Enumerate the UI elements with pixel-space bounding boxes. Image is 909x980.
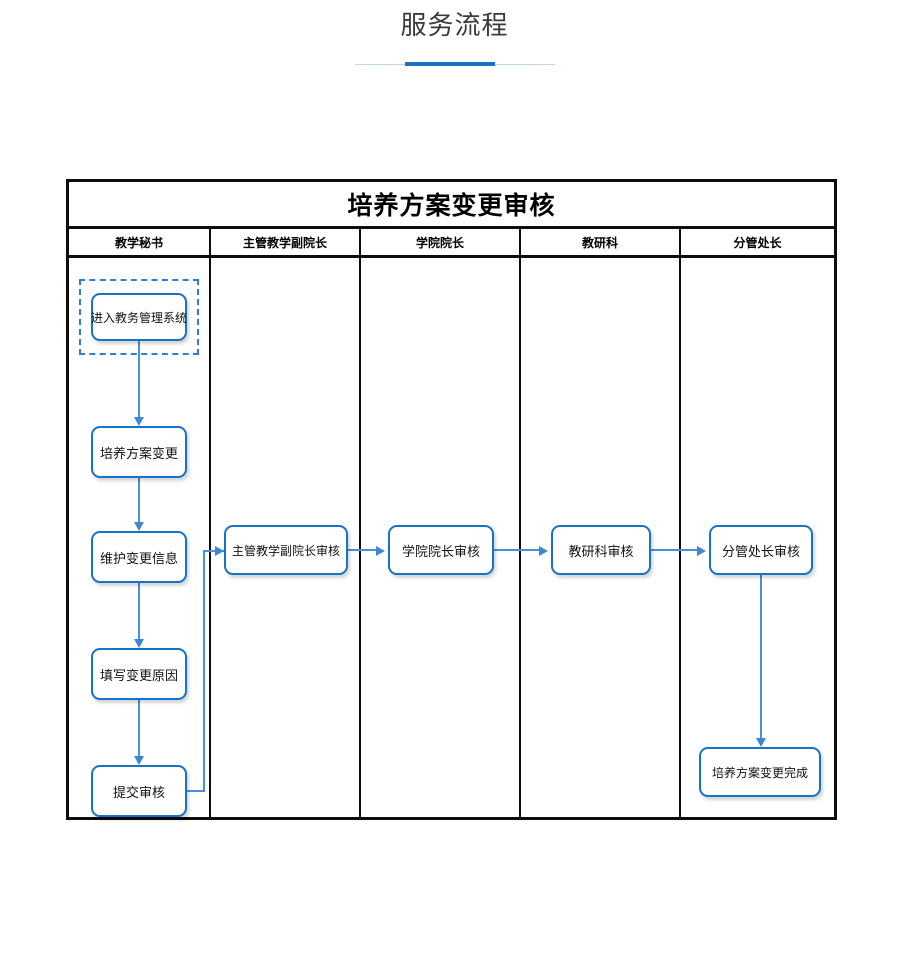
node-fill-change-reason[interactable]: 填写变更原因 [91,648,187,700]
node-vice-dean-review[interactable]: 主管教学副院长审核 [224,525,348,575]
arrowhead-down-node3 [134,522,144,531]
title-underline-decoration [354,62,555,66]
arrowhead-right-node8 [539,546,548,556]
swimlane-xueyuanyuanzhang: 学院院长审核 [361,258,539,820]
arrowhead-down-node10 [756,738,766,747]
node-teaching-research-review[interactable]: 教研科审核 [551,525,651,575]
arrowhead-down-node2 [134,417,144,426]
arrowhead-right-node7 [376,546,385,556]
arrowhead-down-node4 [134,639,144,648]
connector-node8-to-node9 [651,549,699,551]
swimlane-body: 进入教务管理系统 培养方案变更 维护变更信息 填写变更原因 提交审核 [69,258,834,820]
flowchart-title-row: 培养方案变更审核 [69,182,834,229]
swimlane-header-jiaoxuemishu: 教学秘书 [69,229,211,255]
connector-node3-to-node4 [138,583,140,643]
node-training-plan-change[interactable]: 培养方案变更 [91,426,187,478]
selection-marquee[interactable] [79,279,199,355]
page-title: 服务流程 [400,10,509,40]
connector-node5-elbow-right [187,790,205,792]
connector-node2-to-node3 [138,478,140,526]
connector-node7-to-node8 [494,549,539,551]
connector-node6-to-node7 [348,549,378,551]
swimlane-jiaoyanke: 教研科审核 [521,258,699,820]
swimlane-jiaoxuemishu: 进入教务管理系统 培养方案变更 维护变更信息 填写变更原因 提交审核 [69,258,225,820]
flowchart-table: 培养方案变更审核 教学秘书 主管教学副院长 学院院长 教研科 分管处长 进入教务… [66,179,837,820]
connector-node5-elbow-up [203,550,205,792]
node-division-head-review[interactable]: 分管处长审核 [709,525,813,575]
page-header: 服务流程 [0,8,909,66]
node-dean-review[interactable]: 学院院长审核 [388,525,494,575]
swimlane-header-row: 教学秘书 主管教学副院长 学院院长 教研科 分管处长 [69,229,834,258]
swimlane-header-fenguanchuzhang: 分管处长 [733,235,782,250]
swimlane-zhuguanjiaoxuefuyuanzhang: 主管教学副院长审核 [211,258,378,820]
flowchart-title: 培养方案变更审核 [347,192,556,220]
node-submit-review[interactable]: 提交审核 [91,765,187,817]
node-change-completed[interactable]: 培养方案变更完成 [699,747,821,797]
arrowhead-right-node9 [697,546,706,556]
swimlane-fenguanchuzhang: 分管处长审核 培养方案变更完成 [681,258,834,820]
title-underline-accent [404,62,495,66]
swimlane-header-xueyuanyuanzhang: 学院院长 [361,229,521,255]
connector-node5-elbow-into-lane1 [203,550,225,552]
arrowhead-down-node5 [134,756,144,765]
swimlane-header-zhuguanjiaoxuefuyuanzhang: 主管教学副院长 [211,229,361,255]
connector-node4-to-node5 [138,700,140,760]
node-enter-academic-system[interactable]: 进入教务管理系统 [91,293,187,341]
connector-node9-to-node10 [760,575,762,742]
node-maintain-change-info[interactable]: 维护变更信息 [91,531,187,583]
arrowhead-right-node6 [215,546,224,556]
connector-node1-to-node2 [138,341,140,421]
swimlane-header-jiaoyanke: 教研科 [521,229,681,255]
